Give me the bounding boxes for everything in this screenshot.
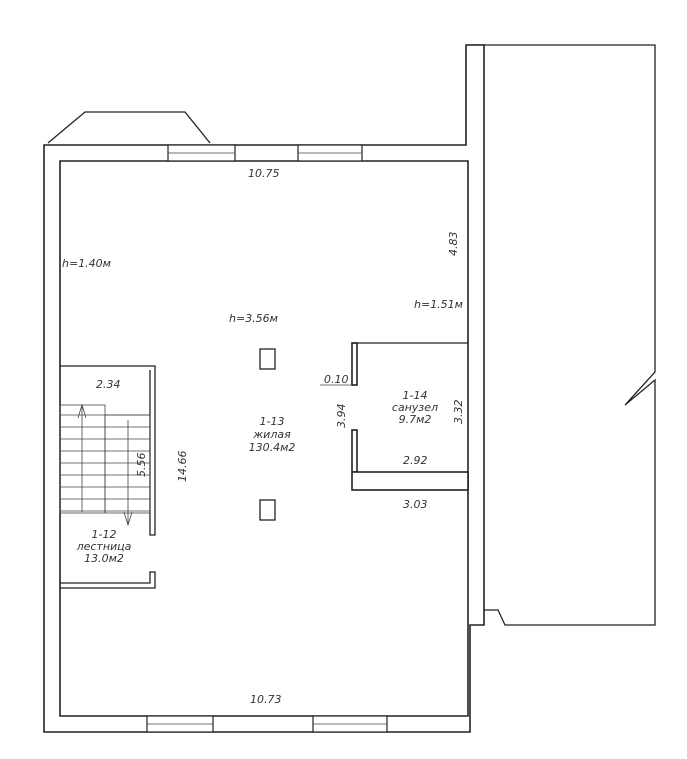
pillar [259, 499, 276, 521]
dim-bath-wall: 0.10 [324, 373, 349, 386]
svg-text:лестница: лестница [76, 540, 132, 553]
dim-right-upper: 4.83 [447, 232, 460, 257]
bathroom-walls [320, 342, 469, 491]
dim-stair-width: 2.34 [96, 378, 121, 391]
height-center: h=3.56м [229, 312, 278, 325]
height-left: h=1.40м [62, 257, 111, 270]
dim-stair-length: 5.56 [135, 453, 148, 478]
dim-bath-left: 3.94 [335, 404, 348, 429]
svg-text:санузел: санузел [392, 401, 438, 414]
pillar [259, 348, 276, 370]
dim-bath-outer: 3.03 [403, 498, 428, 511]
dim-top-width: 10.75 [248, 167, 280, 180]
room-label-bathroom: 1-14 санузел 9.7м2 [392, 389, 438, 426]
svg-text:1-14: 1-14 [403, 389, 428, 402]
annex-outline [466, 44, 656, 626]
roof-outline [47, 111, 211, 144]
dim-bottom-width: 10.73 [250, 693, 282, 706]
room-label-living: 1-13 жилая 130.4м2 [249, 415, 296, 454]
svg-text:жилая: жилая [252, 428, 291, 441]
dim-bath-right: 3.32 [452, 400, 465, 425]
room-label-stairs: 1-12 лестница 13.0м2 [76, 528, 132, 565]
dim-bath-inner: 2.92 [403, 454, 428, 467]
svg-text:1-12: 1-12 [92, 528, 117, 541]
svg-text:1-13: 1-13 [260, 415, 285, 428]
windows-bottom [146, 715, 388, 733]
svg-text:9.7м2: 9.7м2 [399, 413, 432, 426]
windows-top [167, 144, 363, 162]
svg-text:13.0м2: 13.0м2 [84, 552, 124, 565]
dim-left-height: 14.66 [176, 451, 189, 483]
staircase [59, 365, 156, 589]
height-right: h=1.51м [414, 298, 463, 311]
svg-text:130.4м2: 130.4м2 [249, 441, 296, 454]
